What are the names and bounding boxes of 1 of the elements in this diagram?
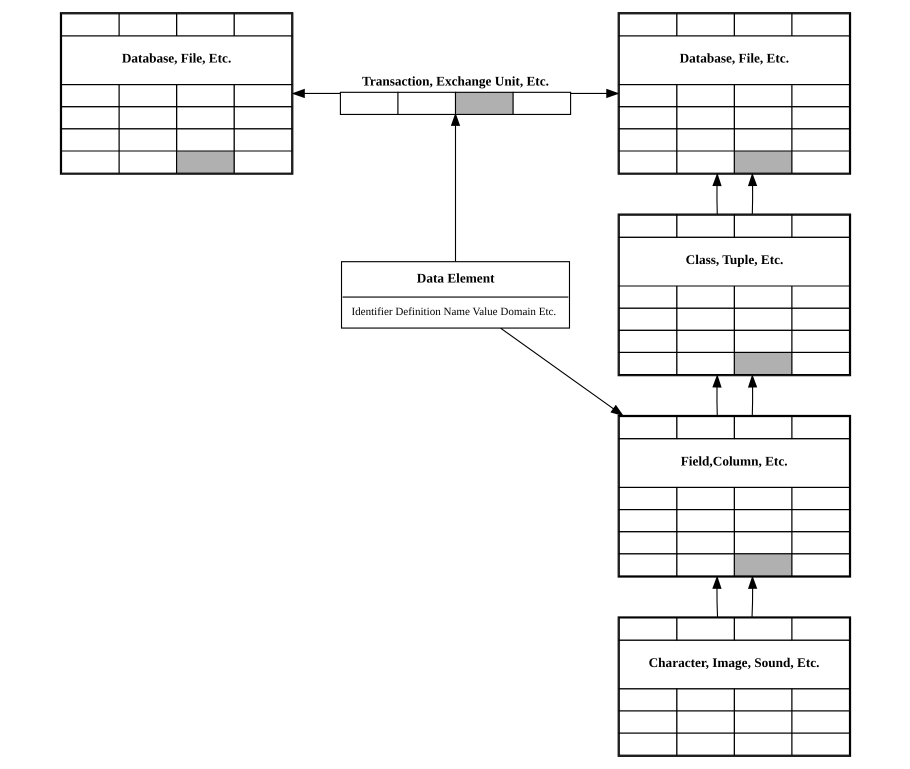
node-label: Transaction, Exchange Unit, Etc. bbox=[361, 73, 548, 88]
